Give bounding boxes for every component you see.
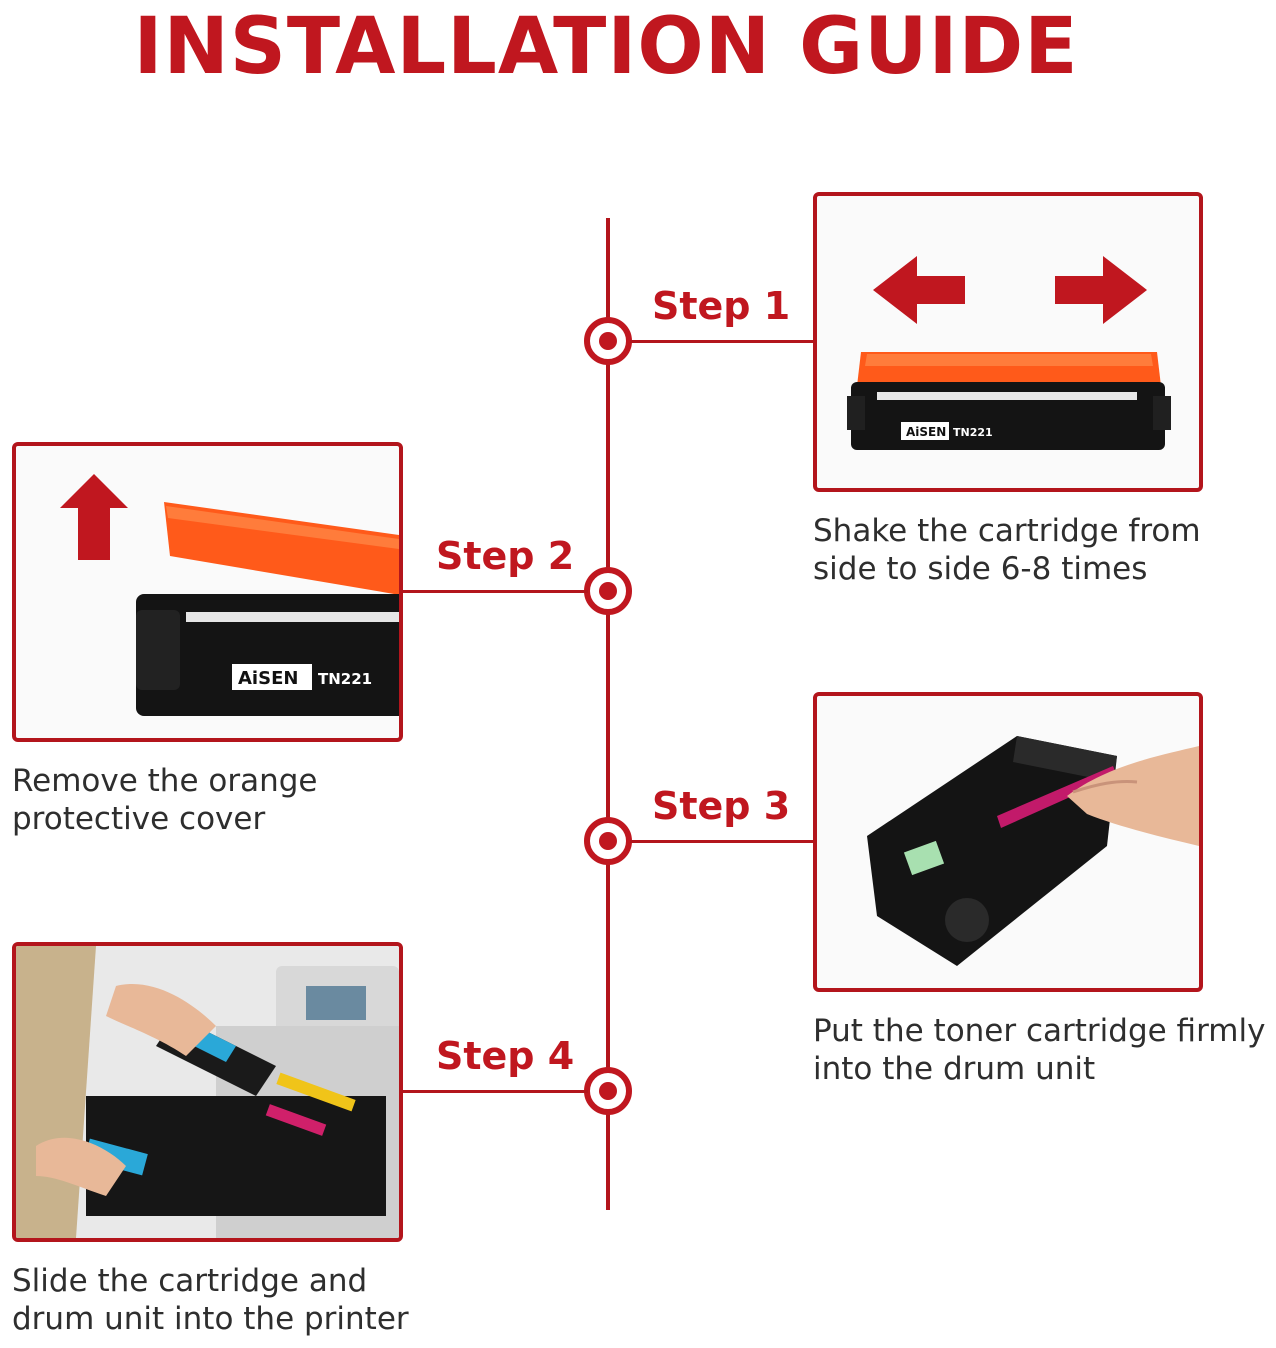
step-3-node [584, 817, 632, 865]
printer-install-illustration [16, 946, 399, 1238]
page-title: INSTALLATION GUIDE [133, 2, 1079, 92]
step-1-caption: Shake the cartridge from side to side 6-… [813, 513, 1201, 587]
timeline-line [606, 218, 610, 1210]
step-4-node [584, 1067, 632, 1115]
model-label: TN221 [318, 670, 372, 688]
step-4-connector [398, 1090, 588, 1093]
step-4-caption: Slide the cartridge and drum unit into t… [12, 1263, 409, 1337]
step-1-connector [630, 340, 816, 343]
brand-logo: AiSEN [238, 668, 298, 689]
remove-cover-illustration: AiSEN TN221 [60, 474, 399, 716]
step-1-image: AiSEN TN221 [813, 192, 1203, 492]
model-label: TN221 [953, 426, 993, 439]
arrow-right-icon [1055, 256, 1147, 324]
step-3-connector [630, 840, 816, 843]
step-3-label: Step 3 [652, 784, 791, 828]
brand-logo: AiSEN [906, 425, 946, 439]
drum-unit-illustration [867, 736, 1199, 966]
step-2-label: Step 2 [436, 534, 575, 578]
arrow-left-icon [873, 256, 965, 324]
step-2-node [584, 567, 632, 615]
step-2-caption: Remove the orange protective cover [12, 763, 318, 837]
step-2-image: AiSEN TN221 [12, 442, 403, 742]
step-4-label: Step 4 [436, 1034, 575, 1078]
step-3-caption: Put the toner cartridge firmly into the … [813, 1013, 1266, 1087]
step-1-label: Step 1 [652, 284, 791, 328]
step-4-image [12, 942, 403, 1242]
shaking-cartridge-illustration: AiSEN TN221 [847, 256, 1171, 450]
step-3-image [813, 692, 1203, 992]
step-1-node [584, 317, 632, 365]
arrow-up-icon [60, 474, 128, 560]
step-2-connector [398, 590, 588, 593]
